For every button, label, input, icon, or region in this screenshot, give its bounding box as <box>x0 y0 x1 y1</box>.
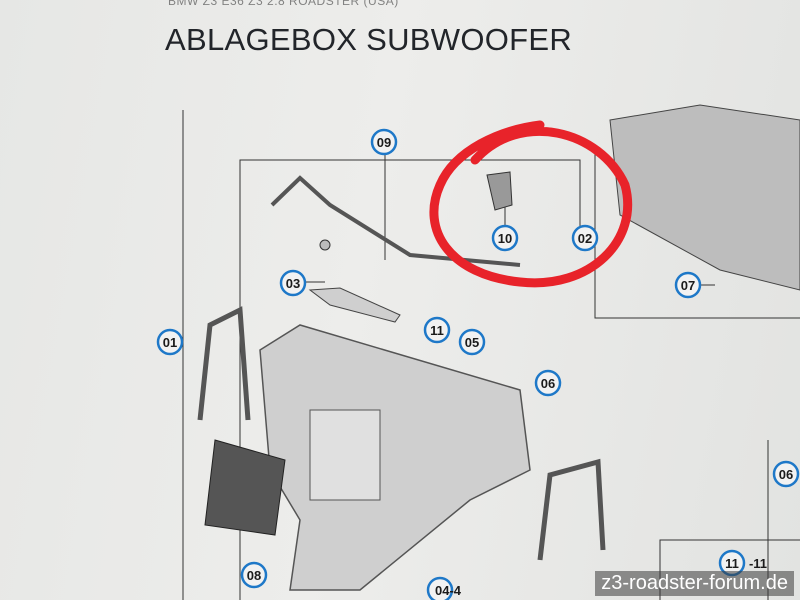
callout-02[interactable]: 02 <box>571 224 599 252</box>
speaker-grille-part <box>609 104 800 291</box>
mount-bracket-part <box>486 171 513 211</box>
frame-line <box>594 150 800 319</box>
cover-panel-part <box>204 439 286 536</box>
callout-05[interactable]: 05 <box>458 328 486 356</box>
callout-06-right[interactable]: 06 <box>772 460 800 488</box>
callout-11[interactable]: 11 <box>423 316 451 344</box>
callout-label: 02 <box>578 231 592 246</box>
callout-09[interactable]: 09 <box>370 128 398 156</box>
callout-03[interactable]: 03 <box>279 269 307 297</box>
callout-label: 03 <box>286 276 300 291</box>
box-opening <box>309 409 381 501</box>
trim-part-right <box>537 458 606 561</box>
callout-06[interactable]: 06 <box>534 369 562 397</box>
screw-part <box>319 239 331 251</box>
callout-01[interactable]: 01 <box>156 328 184 356</box>
callout-label: 08 <box>247 568 261 583</box>
callout-label: 11 <box>430 323 444 338</box>
trim-part <box>197 306 251 421</box>
callout-11-11[interactable]: 11 -11 <box>718 549 767 577</box>
bracket-part <box>308 287 401 323</box>
callout-label: 04-4 <box>435 583 462 598</box>
callout-label: 07 <box>681 278 695 293</box>
callout-08[interactable]: 08 <box>240 561 268 589</box>
callout-label: 01 <box>163 335 177 350</box>
callout-label: 11 <box>725 556 739 571</box>
watermark: z3-roadster-forum.de <box>595 571 794 596</box>
rod-part <box>270 175 521 267</box>
storage-box-part <box>259 324 531 591</box>
page-title: ABLAGEBOX SUBWOOFER <box>165 22 573 57</box>
callout-07[interactable]: 07 <box>674 271 702 299</box>
callout-label: 06 <box>541 376 555 391</box>
callout-suffix: -11 <box>749 556 767 571</box>
vehicle-subtitle: BMW Z3 E36 Z3 2.8 ROADSTER (USA) <box>168 0 399 8</box>
callout-label: 09 <box>377 135 391 150</box>
callout-04-4[interactable]: 04-4 <box>426 576 462 600</box>
callout-label: 10 <box>498 231 512 246</box>
red-highlight-circle <box>429 120 633 288</box>
callout-label: 06 <box>779 467 793 482</box>
callout-label: 05 <box>465 335 479 350</box>
callout-10[interactable]: 10 <box>491 224 519 252</box>
frame-line <box>239 159 581 600</box>
